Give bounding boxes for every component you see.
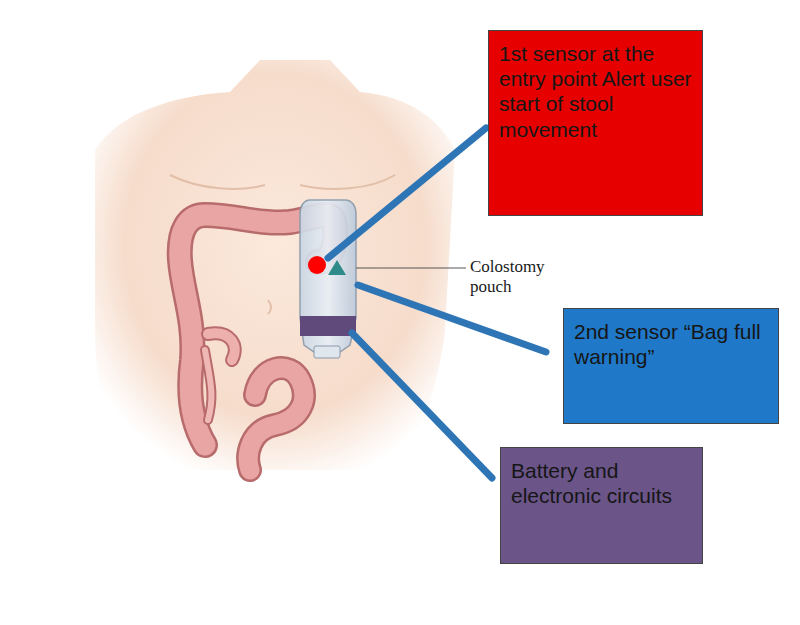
full-sensor-triangle — [328, 260, 346, 275]
callout-box: Battery and electronic circuits — [500, 447, 703, 564]
battery-band — [300, 316, 356, 336]
colostomy-pouch — [300, 200, 356, 358]
pouch-leader — [356, 268, 466, 269]
callout-text: Battery and electronic circuits — [511, 458, 692, 508]
entry-sensor-dot — [308, 256, 326, 274]
callout-text: 1st sensor at the entry point Alert user… — [499, 41, 692, 142]
pouch-outlet — [314, 346, 340, 358]
torso — [95, 60, 455, 470]
part-label: Colostomy pouch — [468, 257, 584, 296]
callout-text: 2nd sensor “Bag full warning” — [574, 319, 768, 369]
callout-box: 1st sensor at the entry point Alert user… — [488, 30, 703, 216]
torso-contour — [170, 175, 395, 314]
callout-box: 2nd sensor “Bag full warning” — [563, 308, 779, 424]
